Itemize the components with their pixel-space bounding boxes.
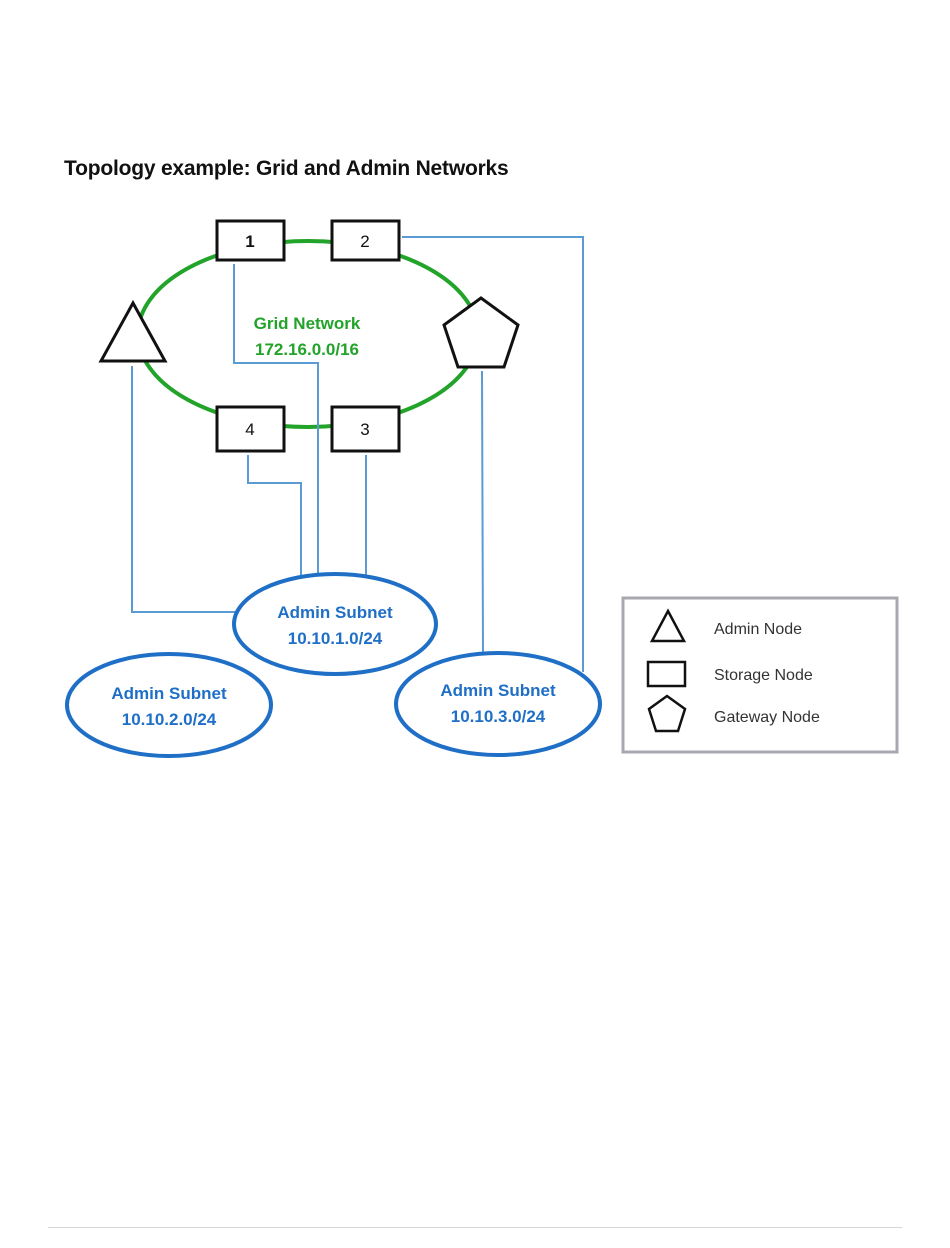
admin-subnet-3-cidr: 10.10.3.0/24 — [451, 707, 546, 726]
admin-subnet-1-name: Admin Subnet — [277, 603, 393, 622]
grid-network-name: Grid Network — [254, 314, 361, 333]
link-node-2-to-subnet-3 — [402, 236, 584, 672]
diagram-title: Topology example: Grid and Admin Network… — [64, 157, 509, 180]
admin-subnet-3-name: Admin Subnet — [440, 681, 556, 700]
admin-subnet-3: Admin Subnet 10.10.3.0/24 — [394, 651, 602, 757]
legend-item-admin-node: Admin Node — [649, 608, 802, 643]
footer-divider — [48, 1227, 902, 1228]
legend-label-gateway-node: Gateway Node — [714, 709, 820, 726]
admin-node-triangle-icon — [98, 299, 168, 363]
admin-subnet-1-cidr: 10.10.1.0/24 — [288, 629, 383, 648]
grid-network-ring — [136, 239, 480, 429]
triangle-icon — [649, 608, 687, 643]
legend: Admin Node Storage Node Gateway Node — [621, 596, 899, 754]
storage-node-4-label: 4 — [245, 420, 254, 439]
legend-item-storage-node: Storage Node — [646, 660, 813, 688]
admin-subnet-1: Admin Subnet 10.10.1.0/24 — [232, 572, 438, 676]
admin-subnet-2: Admin Subnet 10.10.2.0/24 — [65, 652, 273, 758]
legend-label-admin-node: Admin Node — [714, 621, 802, 638]
legend-label-storage-node: Storage Node — [714, 667, 813, 684]
grid-network-cidr: 172.16.0.0/16 — [255, 340, 359, 359]
storage-node-2-label: 2 — [360, 232, 369, 251]
admin-network-links — [131, 236, 584, 672]
admin-subnet-2-name: Admin Subnet — [111, 684, 227, 703]
storage-node-4: 4 — [215, 405, 286, 453]
link-node-1-to-subnet-1 — [233, 264, 319, 578]
link-gateway-to-subnet-3 — [481, 370, 484, 655]
admin-subnet-2-cidr: 10.10.2.0/24 — [122, 710, 217, 729]
storage-node-1: 1 — [215, 219, 286, 262]
rectangle-icon — [646, 660, 687, 688]
storage-node-2: 2 — [330, 219, 401, 262]
storage-node-1-label: 1 — [245, 232, 254, 251]
gateway-node-pentagon-icon — [442, 296, 520, 369]
storage-node-3: 3 — [330, 405, 401, 453]
link-admin-node-to-subnet-1 — [131, 366, 238, 613]
legend-item-gateway-node: Gateway Node — [647, 694, 820, 733]
link-node-4-to-subnet-1 — [247, 455, 302, 578]
storage-node-3-label: 3 — [360, 420, 369, 439]
pentagon-icon — [647, 694, 687, 733]
